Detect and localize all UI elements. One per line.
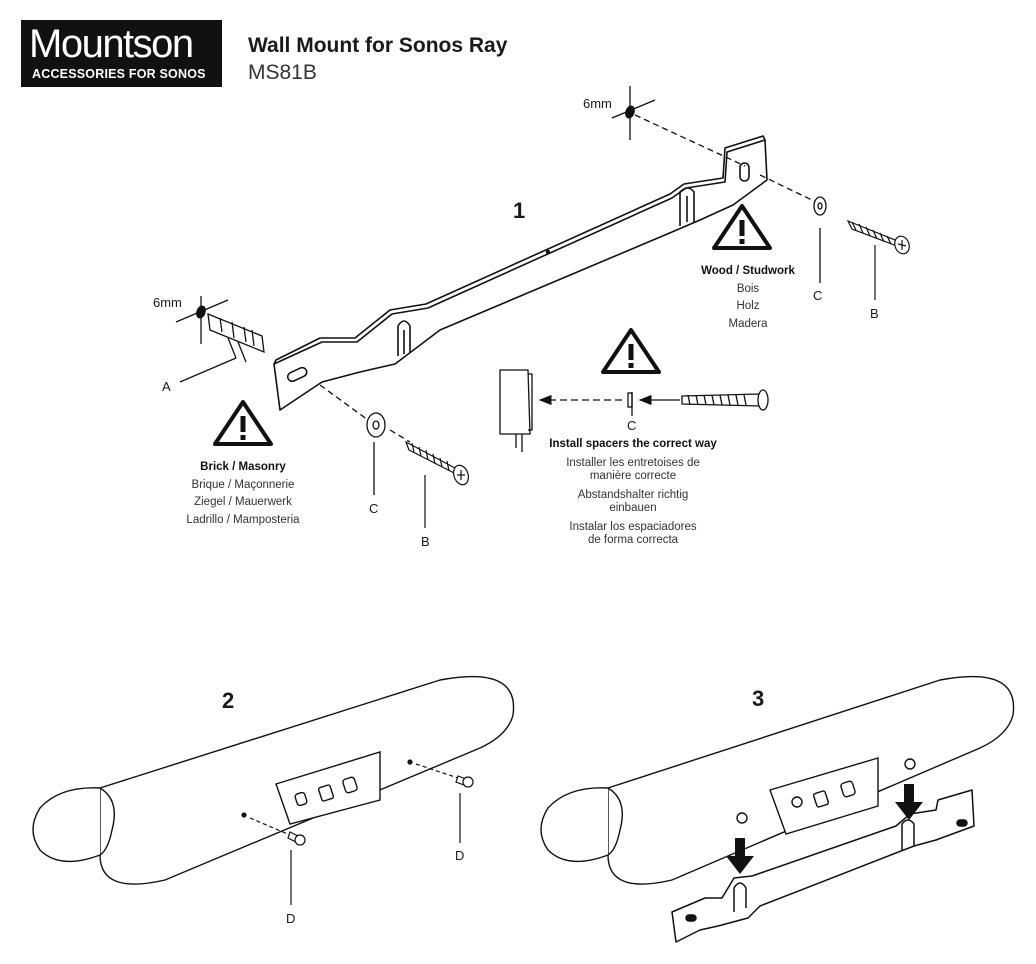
spacers-de-2: einbauen [609, 502, 657, 514]
spacers-de-1: Abstandshalter richtig [577, 489, 689, 501]
bracket-step3-icon [671, 789, 975, 943]
spacers-es-2: de forma correcta [587, 534, 679, 546]
brick-heading: Brick / Masonry [200, 461, 286, 473]
screw-d-icons-step2 [241, 759, 474, 905]
screw-left-label: B [421, 534, 430, 549]
spacers-fr-1: Installer les entretoises de [566, 457, 700, 469]
brand-logo: Mountson ACCESSORIES FOR SONOS [21, 20, 222, 87]
brick-es: Ladrillo / Mamposteria [186, 513, 300, 526]
step-2-number: 2 [222, 688, 235, 713]
spacers-heading: Install spacers the correct way [549, 438, 717, 450]
drill-size-left-label: 6mm [153, 295, 182, 310]
washer-left-icon [319, 384, 411, 495]
step-3-number: 3 [752, 686, 765, 711]
warning-icon-brick [213, 400, 273, 446]
arrow-down-left-icon [726, 838, 754, 874]
brand-tagline: ACCESSORIES FOR SONOS [32, 67, 206, 81]
arrow-down-right-icon [895, 784, 923, 820]
wood-fr: Bois [736, 282, 760, 295]
washer-left-label: C [369, 501, 379, 516]
drill-size-top-label: 6mm [583, 96, 612, 111]
screw-d-label-left: D [286, 911, 296, 926]
document-title: Wall Mount for Sonos Ray [248, 34, 508, 57]
wood-de: Holz [736, 300, 760, 312]
wood-heading: Wood / Studwork [701, 265, 795, 277]
spacers-es-1: Instalar los espaciadores [569, 521, 697, 533]
warning-icon-wood [712, 204, 772, 250]
wall-bracket-icon [273, 135, 768, 411]
brick-fr: Brique / Maçonnerie [191, 478, 295, 491]
step-1-number: 1 [513, 198, 526, 223]
wood-caption: Wood / Studwork Bois Holz Madera [686, 263, 810, 333]
screw-d-label-right: D [455, 848, 465, 863]
screw-right-icon [846, 219, 910, 300]
anchor-label: A [162, 379, 171, 394]
soundbar-step2-icon [32, 675, 515, 885]
spacers-fr-2: manière correcte [589, 470, 677, 482]
warning-icon-spacer [601, 328, 661, 374]
spacers-caption: Install spacers the correct way Installe… [540, 438, 726, 547]
soundbar-step3-icon [540, 675, 1015, 885]
wood-es: Madera [728, 317, 768, 330]
brick-de: Ziegel / Mauerwerk [194, 496, 292, 508]
screw-left-icon [404, 440, 470, 528]
model-number: MS81B [248, 61, 317, 84]
washer-right-label: C [813, 288, 823, 303]
brick-caption: Brick / Masonry Brique / Maçonnerie Zieg… [172, 459, 314, 529]
spacer-detail-icon [499, 369, 769, 452]
screw-right-label: B [870, 306, 879, 321]
wall-anchor-icon [179, 312, 265, 383]
drill-hole-left-icon [175, 296, 229, 344]
washer-right-icon [813, 196, 827, 283]
brand-name: Mountson [29, 22, 194, 66]
washer-detail-label: C [627, 418, 637, 433]
drill-hole-top-icon [611, 86, 817, 203]
